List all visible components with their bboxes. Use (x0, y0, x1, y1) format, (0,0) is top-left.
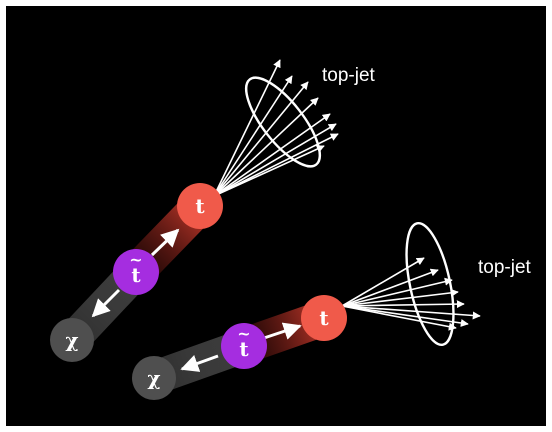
top-particle: t (177, 183, 223, 229)
neutralino-particle: χ (132, 356, 176, 400)
top-particle: t (301, 295, 347, 341)
stop-tilde: ~ (237, 324, 250, 343)
jet-cone (405, 222, 455, 346)
top-symbol: t (195, 194, 205, 218)
stop-tilde: ~ (129, 250, 142, 269)
neutralino-momentum-arrow (180, 354, 219, 372)
stop-symbol: t (131, 263, 141, 287)
jet-cone (245, 76, 321, 168)
stop-symbol: t (239, 337, 249, 361)
stop-particle: ~ t (113, 249, 159, 295)
decay-chain-1: top-jet χ ~ t t (50, 59, 376, 362)
jet-label: top-jet (322, 65, 376, 86)
decay-chain-2: top-jet χ ~ t t (132, 222, 532, 400)
decay-diagram: top-jet χ ~ t t (50, 59, 532, 400)
top-symbol: t (319, 306, 329, 330)
jet-constituents (213, 59, 339, 197)
neutralino-symbol: χ (147, 366, 160, 390)
stop-particle: ~ t (221, 323, 267, 369)
neutralino-particle: χ (50, 318, 94, 362)
diagram-panel: top-jet χ ~ t t (6, 6, 546, 426)
neutralino-symbol: χ (65, 328, 78, 352)
jet-label: top-jet (478, 257, 532, 278)
jet-constituents (341, 257, 481, 331)
top-momentum-arrow (263, 322, 302, 340)
top-momentum-arrow (150, 228, 180, 257)
neutralino-momentum-arrow (91, 288, 121, 318)
